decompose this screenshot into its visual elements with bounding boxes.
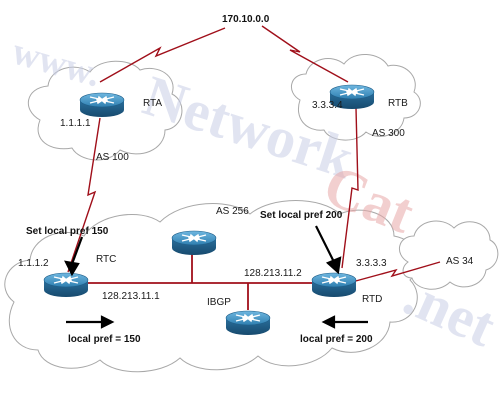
local-pref-150-label: local pref = 150: [68, 334, 141, 345]
set-pref-arrows: [64, 225, 342, 277]
rtc-name: RTC: [96, 254, 116, 265]
link-rtb-rtd: [341, 107, 359, 269]
set-pref-200-label: Set local pref 200: [260, 210, 343, 221]
router-rtd-icon[interactable]: [311, 272, 357, 298]
ibgp-segment: [84, 254, 318, 310]
rtb-ip: 3.3.3.4: [312, 100, 343, 111]
pref-direction-arrows: [66, 315, 368, 329]
rtc-ip-int: 128.213.11.1: [102, 291, 160, 302]
rta-name: RTA: [143, 98, 162, 109]
as34-label: AS 34: [446, 256, 474, 267]
set-pref-150-label: Set local pref 150: [26, 226, 109, 237]
cloud-as34: [399, 220, 499, 290]
link-rta-rtc: [67, 117, 101, 273]
rta-ip: 1.1.1.1: [60, 118, 91, 129]
rtd-ip-int: 128.213.11.2: [244, 268, 302, 279]
router-ibgp-lower-icon[interactable]: [225, 310, 271, 336]
as100-label: AS 100: [96, 152, 129, 163]
rtd-name: RTD: [362, 294, 382, 305]
router-rta-icon[interactable]: [79, 92, 125, 118]
router-rtc-icon[interactable]: [43, 272, 89, 298]
cloud-as256: [4, 200, 419, 373]
network-label: 170.10.0.0: [222, 14, 270, 25]
as256-label: AS 256: [216, 206, 249, 217]
link-network-rtb: [261, 25, 349, 83]
rtb-name: RTB: [388, 98, 408, 109]
ibgp-label: IBGP: [207, 297, 231, 308]
router-ibgp-peer-icon[interactable]: [171, 230, 217, 256]
rtc-ip-ext: 1.1.1.2: [18, 258, 49, 269]
rtd-ip-ext: 3.3.3.3: [356, 258, 387, 269]
link-rta-network: [99, 27, 226, 83]
local-pref-200-label: local pref = 200: [300, 334, 373, 345]
serial-links: [67, 25, 441, 283]
link-rtd-as34: [351, 261, 441, 283]
as300-label: AS 300: [372, 128, 405, 139]
